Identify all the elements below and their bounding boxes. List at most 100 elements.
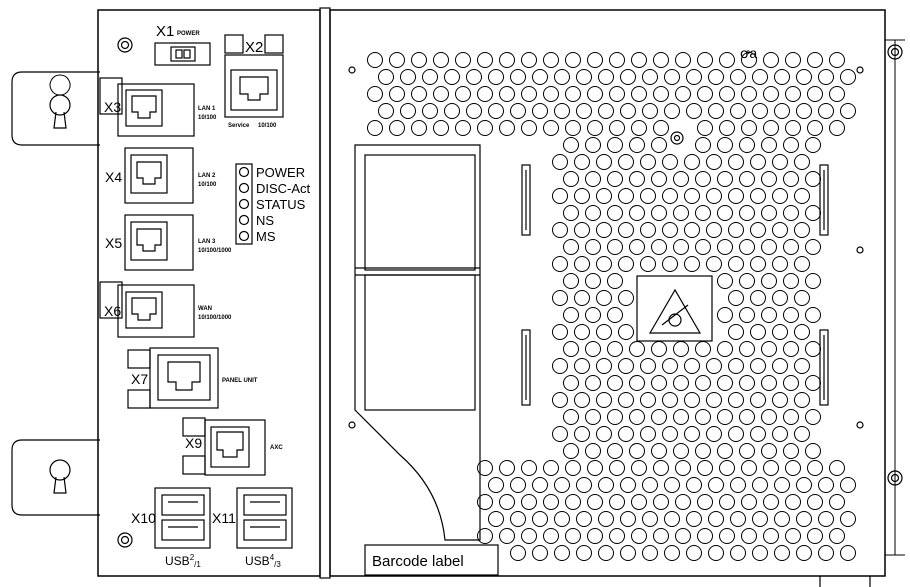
vent-hole	[664, 103, 680, 119]
vent-hole	[609, 528, 625, 544]
vent-hole	[783, 273, 799, 289]
vent-hole	[684, 358, 700, 374]
x2-service-port	[224, 34, 284, 118]
vent-hole	[763, 120, 779, 136]
vent-hole	[695, 205, 711, 221]
vent-hole	[706, 426, 722, 442]
vent-hole	[673, 409, 689, 425]
vent-hole	[719, 86, 735, 102]
vent-hole	[543, 52, 559, 68]
vent-hole	[563, 205, 579, 221]
left-latch-top	[521, 164, 531, 236]
vent-hole	[543, 460, 559, 476]
vent-hole	[783, 341, 799, 357]
vent-hole	[521, 120, 537, 136]
vent-hole	[576, 103, 592, 119]
vent-hole	[585, 273, 601, 289]
x4-caption-name: LAN 2	[198, 173, 216, 179]
status-led-column	[235, 163, 253, 245]
vent-hole	[640, 154, 656, 170]
vent-hole	[675, 460, 691, 476]
mounting-bracket-bottom	[11, 439, 100, 516]
vent-hole	[728, 324, 744, 340]
vent-hole	[763, 460, 779, 476]
vent-hole	[640, 392, 656, 408]
vent-hole	[794, 290, 810, 306]
vent-hole	[587, 494, 603, 510]
vent-hole	[772, 154, 788, 170]
vent-hole	[563, 443, 579, 459]
vent-hole	[488, 477, 504, 493]
vent-hole	[629, 137, 645, 153]
vent-hole	[618, 392, 634, 408]
vent-hole	[477, 86, 493, 102]
usb-left-sub: /1	[194, 560, 201, 569]
vent-hole	[596, 256, 612, 272]
vent-hole	[607, 273, 623, 289]
vent-hole	[607, 137, 623, 153]
led-label-ms: MS	[256, 229, 276, 244]
vent-hole	[706, 256, 722, 272]
vent-hole	[752, 69, 768, 85]
usb-right-base: USB	[245, 554, 270, 568]
vent-hole	[807, 528, 823, 544]
vent-hole	[763, 86, 779, 102]
usb-left-sub-value: 1	[196, 560, 201, 569]
vent-hole	[730, 103, 746, 119]
vent-hole	[629, 205, 645, 221]
x1-id-label: X1	[156, 23, 174, 40]
vent-hole	[642, 69, 658, 85]
vent-hole	[805, 375, 821, 391]
x6-id-label: X6	[104, 303, 121, 319]
vent-hole	[587, 528, 603, 544]
vent-hole	[752, 477, 768, 493]
vent-hole	[728, 256, 744, 272]
vent-hole	[653, 86, 669, 102]
vent-hole	[750, 324, 766, 340]
vent-hole	[631, 86, 647, 102]
vent-hole	[598, 511, 614, 527]
vent-hole	[552, 426, 568, 442]
vent-hole	[695, 137, 711, 153]
vent-hole	[477, 494, 493, 510]
vent-hole	[728, 392, 744, 408]
vent-hole	[574, 256, 590, 272]
x6-caption-name: WAN	[198, 306, 212, 312]
vent-hole	[576, 511, 592, 527]
vent-hole	[805, 341, 821, 357]
vent-hole	[840, 545, 856, 561]
vent-hole	[565, 528, 581, 544]
x3-lan1-port	[99, 77, 195, 137]
vent-hole	[609, 52, 625, 68]
vent-hole	[488, 69, 504, 85]
vent-hole	[818, 103, 834, 119]
vent-hole	[609, 494, 625, 510]
vent-hole	[739, 307, 755, 323]
vent-hole	[772, 392, 788, 408]
vent-hole	[708, 545, 724, 561]
vent-hole	[510, 477, 526, 493]
vent-hole	[684, 426, 700, 442]
vent-hole	[444, 103, 460, 119]
vent-hole	[673, 171, 689, 187]
vent-hole	[367, 86, 383, 102]
x10-usb-ports	[154, 487, 211, 549]
vent-hole	[552, 256, 568, 272]
vent-hole	[739, 341, 755, 357]
vent-hole	[785, 52, 801, 68]
vent-hole	[807, 52, 823, 68]
vent-hole	[653, 494, 669, 510]
vent-hole	[455, 52, 471, 68]
vent-hole	[794, 392, 810, 408]
vent-hole	[772, 290, 788, 306]
vent-hole	[662, 426, 678, 442]
vent-hole	[673, 205, 689, 221]
vent-hole	[585, 205, 601, 221]
vent-hole	[499, 460, 515, 476]
vent-hole	[761, 307, 777, 323]
vent-hole	[695, 239, 711, 255]
vent-hole	[411, 52, 427, 68]
vent-hole	[728, 154, 744, 170]
vent-hole	[389, 52, 405, 68]
vent-hole	[400, 103, 416, 119]
